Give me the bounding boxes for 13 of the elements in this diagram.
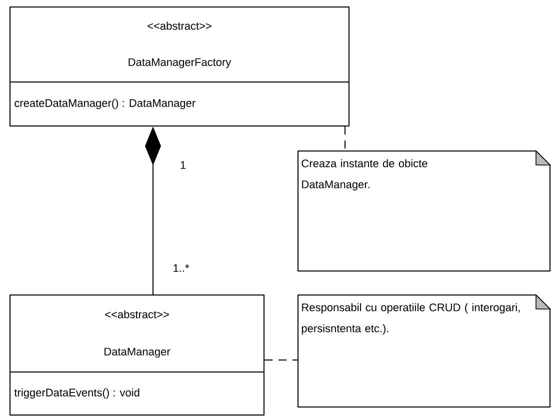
note-connector	[344, 126, 346, 152]
method-signature: triggerDataEvents() : void	[14, 388, 140, 399]
stereotype-label: <<abstract>>	[148, 22, 212, 30]
multiplicity-label: 1..*	[174, 264, 190, 272]
stereotype-label: <<abstract>>	[105, 310, 169, 318]
class-name: DataManager	[104, 348, 170, 358]
note-text: Creaza instante de obicte DataManager.	[302, 159, 428, 190]
class-name: DataManagerFactory	[128, 58, 232, 68]
class-box	[10, 294, 264, 416]
class-box	[10, 6, 350, 126]
note-text: Responsabil cu operatiile CRUD ( interogari, persisntenta etc.).	[302, 303, 520, 334]
method-signature: createDataManager() : DataManager	[14, 98, 196, 110]
multiplicity-label: 1	[180, 161, 186, 169]
